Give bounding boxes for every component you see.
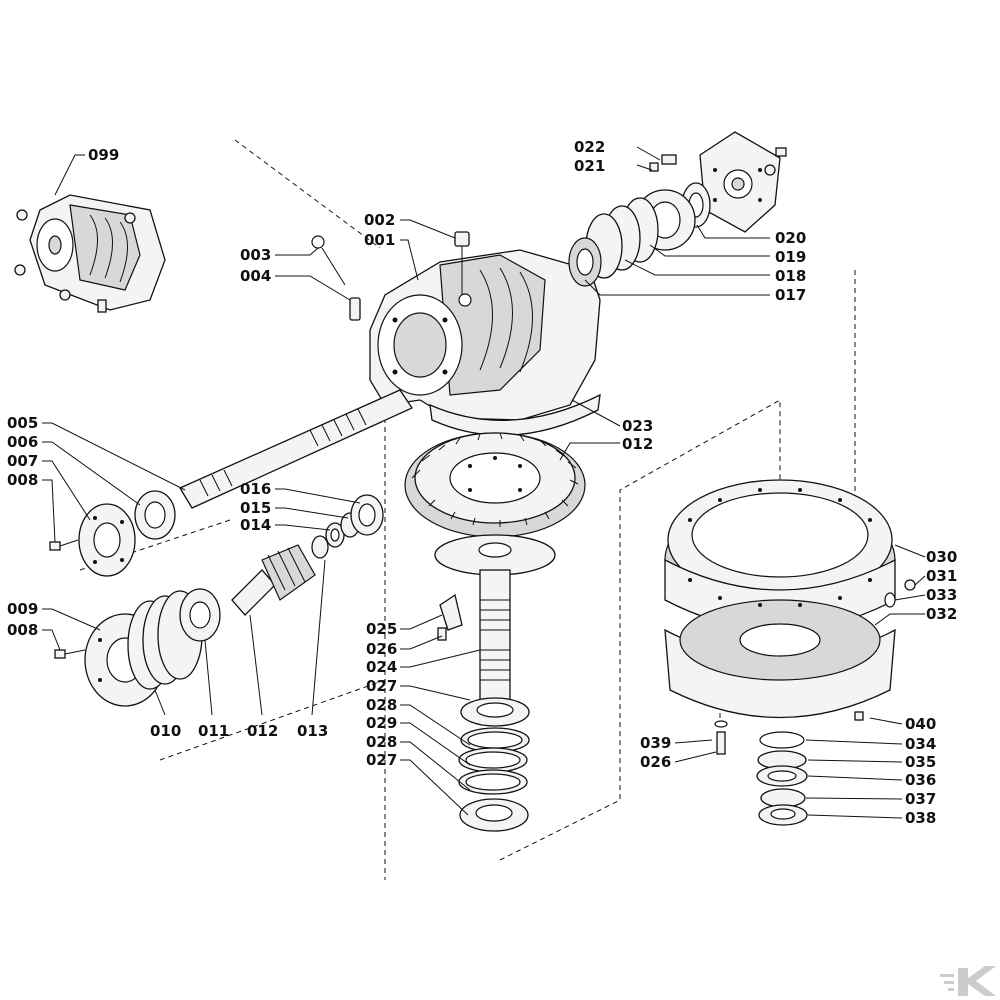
label-040: 040 bbox=[905, 715, 936, 733]
leader-lines bbox=[42, 146, 926, 819]
label-001: 001 bbox=[364, 231, 395, 249]
bearing-stack-027-029 bbox=[458, 697, 530, 832]
label-099: 099 bbox=[88, 146, 119, 164]
label-034: 034 bbox=[905, 735, 936, 753]
label-028-upper: 028 bbox=[366, 696, 397, 714]
label-033: 033 bbox=[926, 586, 957, 604]
bolt-039-026 bbox=[714, 711, 864, 755]
output-shaft-024 bbox=[434, 534, 556, 701]
label-026-upper: 026 bbox=[366, 640, 397, 658]
label-009: 009 bbox=[7, 600, 38, 618]
flange-assembly-009-011 bbox=[54, 588, 221, 707]
crown-gear-012 bbox=[404, 432, 586, 538]
label-039: 039 bbox=[640, 734, 671, 752]
input-shaft-005 bbox=[179, 389, 413, 509]
label-021: 021 bbox=[574, 157, 605, 175]
label-012-gear: 012 bbox=[622, 435, 653, 453]
label-026-lower: 026 bbox=[640, 753, 671, 771]
label-038: 038 bbox=[905, 809, 936, 827]
dipstick-003-004 bbox=[311, 235, 361, 321]
flange-007 bbox=[78, 503, 136, 577]
plug-002 bbox=[454, 231, 470, 295]
label-002: 002 bbox=[364, 211, 395, 229]
label-014: 014 bbox=[240, 516, 271, 534]
assembly-thumbnail-099 bbox=[14, 194, 166, 313]
part-labels: 099 022 021 002 001 003 004 020 019 018 … bbox=[7, 138, 957, 827]
ring-housing-030-032 bbox=[664, 479, 916, 719]
bearing-016 bbox=[350, 494, 384, 536]
label-027-upper: 027 bbox=[366, 677, 397, 695]
gearbox-housing-001 bbox=[369, 249, 601, 436]
label-019: 019 bbox=[775, 248, 806, 266]
label-031: 031 bbox=[926, 567, 957, 585]
label-024: 024 bbox=[366, 658, 397, 676]
bolt-008-upper bbox=[49, 539, 79, 551]
label-032: 032 bbox=[926, 605, 957, 623]
label-035: 035 bbox=[905, 753, 936, 771]
label-004: 004 bbox=[240, 267, 271, 285]
label-036: 036 bbox=[905, 771, 936, 789]
label-020: 020 bbox=[775, 229, 806, 247]
label-008-upper: 008 bbox=[7, 471, 38, 489]
k-logo-icon bbox=[940, 966, 996, 996]
label-022: 022 bbox=[574, 138, 605, 156]
label-023: 023 bbox=[622, 417, 653, 435]
label-005: 005 bbox=[7, 414, 38, 432]
label-025: 025 bbox=[366, 620, 397, 638]
pinion-shaft-012 bbox=[231, 544, 316, 616]
label-010: 010 bbox=[150, 722, 181, 740]
label-037: 037 bbox=[905, 790, 936, 808]
label-006: 006 bbox=[7, 433, 38, 451]
bearing-stack-034-038 bbox=[756, 731, 808, 826]
label-027-lower: 027 bbox=[366, 751, 397, 769]
label-016: 016 bbox=[240, 480, 271, 498]
label-017: 017 bbox=[775, 286, 806, 304]
label-008-lower: 008 bbox=[7, 621, 38, 639]
label-012-pinion: 012 bbox=[247, 722, 278, 740]
label-028-lower: 028 bbox=[366, 733, 397, 751]
label-018: 018 bbox=[775, 267, 806, 285]
label-015: 015 bbox=[240, 499, 271, 517]
label-030: 030 bbox=[926, 548, 957, 566]
label-003: 003 bbox=[240, 246, 271, 264]
flange-assembly-017-022 bbox=[568, 131, 787, 287]
label-007: 007 bbox=[7, 452, 38, 470]
label-011: 011 bbox=[198, 722, 229, 740]
bearing-006 bbox=[134, 490, 176, 540]
label-013: 013 bbox=[297, 722, 328, 740]
label-029: 029 bbox=[366, 714, 397, 732]
